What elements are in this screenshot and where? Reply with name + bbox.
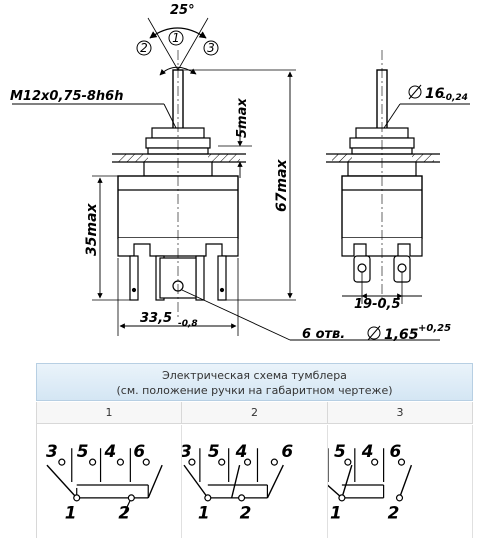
scheme-position-2: 3 5 4 6 1 2 — [182, 425, 328, 538]
pitch-label: 19-0,5 — [354, 297, 401, 312]
holes-diameter-label: 1,65 — [384, 327, 419, 343]
pin-3: 3 — [182, 441, 192, 461]
pin-5: 5 — [334, 441, 346, 461]
position-marker-1: 1 — [172, 31, 180, 45]
pin-4: 4 — [235, 441, 248, 461]
position-markers: 1 2 3 — [136, 30, 219, 56]
height-label: 67max — [274, 158, 290, 212]
panel-thickness-label: 5max — [235, 98, 250, 138]
pin-2: 2 — [240, 503, 252, 523]
pin-1: 1 — [65, 503, 77, 523]
pin-4: 4 — [361, 441, 374, 461]
column-header-3: 3 — [328, 402, 473, 424]
column-header-1: 1 — [37, 402, 182, 424]
caption-line-1: Электрическая схема тумблера — [162, 369, 347, 382]
pin-3: 3 — [46, 441, 58, 461]
switch-dimension-drawing: 25° 1 2 3 M12x0,75-8h6h 5max 67max 35max… — [10, 3, 470, 343]
caption-line-2: (см. положение ручки на габаритном черте… — [116, 384, 393, 397]
grid-line — [36, 402, 37, 538]
pin-2: 2 — [388, 503, 400, 523]
pin-1: 1 — [330, 503, 342, 523]
holes-label: 6 отв. — [302, 327, 345, 342]
pin-6: 6 — [281, 441, 293, 461]
diameter-icon — [408, 84, 422, 100]
side-view — [326, 50, 470, 304]
position-marker-3: 3 — [207, 41, 215, 55]
diameter-label: 16 — [425, 86, 445, 102]
position-marker-2: 2 — [140, 41, 148, 55]
diameter-tolerance: -0,24 — [442, 93, 468, 103]
width-label: 33,5 — [140, 311, 172, 326]
holes-diameter-tolerance: +0,25 — [418, 323, 451, 334]
front-view — [12, 17, 440, 341]
scheme-position-1: 3 5 4 6 1 2 — [46, 425, 182, 538]
pin-6: 6 — [390, 441, 402, 461]
pin-4: 4 — [104, 441, 117, 461]
body-height-label: 35max — [84, 202, 100, 256]
pin-5: 5 — [208, 441, 220, 461]
scheme-position-3: 3 5 4 6 1 2 — [328, 425, 473, 538]
scheme-caption: Электрическая схема тумблера (см. положе… — [36, 363, 473, 401]
thread-label: M12x0,75-8h6h — [10, 89, 123, 104]
holes-diameter-icon — [367, 325, 381, 341]
column-header-2: 2 — [182, 402, 328, 424]
pin-1: 1 — [198, 503, 210, 523]
pin-2: 2 — [118, 503, 130, 523]
angle-label: 25° — [170, 3, 195, 18]
width-tolerance: -0,8 — [178, 319, 198, 329]
pin-6: 6 — [133, 441, 145, 461]
pin-5: 5 — [77, 441, 89, 461]
